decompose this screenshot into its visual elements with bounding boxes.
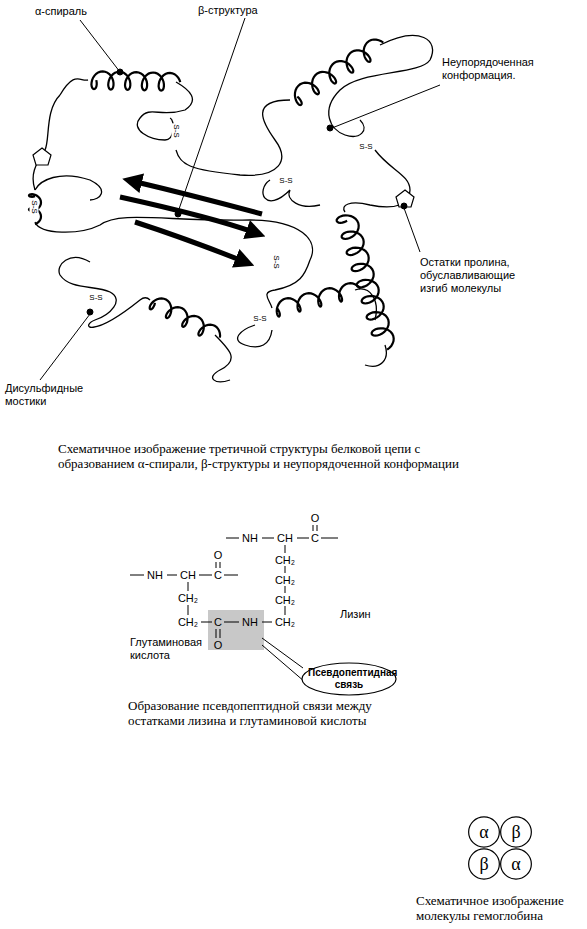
disulfide-label: S-S (30, 199, 39, 214)
callout-label: β-структура (198, 4, 258, 17)
alpha-helix (29, 40, 394, 350)
helix-coil (29, 194, 41, 224)
chemical-group: C (214, 616, 222, 629)
chemical-group: CH₂ (275, 554, 295, 567)
disulfide-label: S-S (172, 123, 181, 138)
chemical-group: NH (242, 616, 258, 629)
disulfide-label: S-S (252, 314, 267, 323)
chemical-bond (130, 525, 338, 682)
chemical-group: O (214, 549, 223, 562)
chemical-group: CH₂ (275, 574, 295, 587)
callout-label: α-спираль (35, 5, 87, 18)
chemical-group: CH₂ (275, 616, 295, 629)
subunit-symbol: α (511, 854, 520, 874)
protein-chain (33, 36, 433, 382)
disulfide-label: S-S (272, 254, 281, 269)
chemical-group: NH (242, 532, 258, 545)
callout-label: Неупорядоченная конформация. (442, 56, 547, 82)
subunit-symbol: β (479, 854, 488, 874)
chemical-group: O (311, 512, 320, 525)
figure-caption: Образование псевдопептидной связи между … (128, 698, 393, 728)
disulfide-label: S-S (278, 176, 293, 185)
chemical-group: O (214, 639, 223, 652)
callout-label: Дисульфидные мостики (5, 382, 95, 408)
helix-coil (150, 298, 220, 337)
callout-text: Псевдопептидная связь (308, 667, 390, 691)
subunit-circle: β (500, 816, 532, 848)
chemical-group: CH (277, 532, 293, 545)
callout-label: Остатки пролина, обуславливающие изгиб м… (420, 256, 530, 295)
chemical-group: CH₂ (275, 594, 295, 607)
subunit-circle: α (500, 848, 532, 880)
disulfide-label: S-S (88, 293, 103, 302)
helix-coil (337, 215, 394, 349)
figure-caption: Схематичное изображение молекулы гемогло… (416, 893, 584, 923)
leader-line (40, 18, 440, 380)
chemical-group: NH (147, 569, 163, 582)
chemical-group: CH₂ (178, 592, 198, 605)
figure-caption: Схематичное изображение третичной структ… (58, 441, 478, 471)
helix-coil (91, 71, 180, 90)
subunit-circle: β (468, 848, 500, 880)
subunit-symbol: β (511, 822, 520, 842)
chemical-group: C (214, 569, 222, 582)
chemical-group: C (311, 532, 319, 545)
disulfide-label: S-S (358, 142, 373, 151)
chemical-group: CH (180, 569, 196, 582)
callout-label: Глутаминовая кислота (130, 636, 220, 662)
callout-ellipse: Псевдопептидная связь (300, 662, 398, 696)
subunit-symbol: α (479, 822, 488, 842)
chemical-group: CH₂ (178, 616, 198, 629)
beta-strand (120, 181, 262, 262)
helix-coil (295, 40, 383, 106)
callout-label: Лизин (340, 608, 371, 621)
subunit-circle: α (468, 816, 500, 848)
proline-ring (33, 148, 414, 207)
helix-coil (277, 283, 361, 316)
